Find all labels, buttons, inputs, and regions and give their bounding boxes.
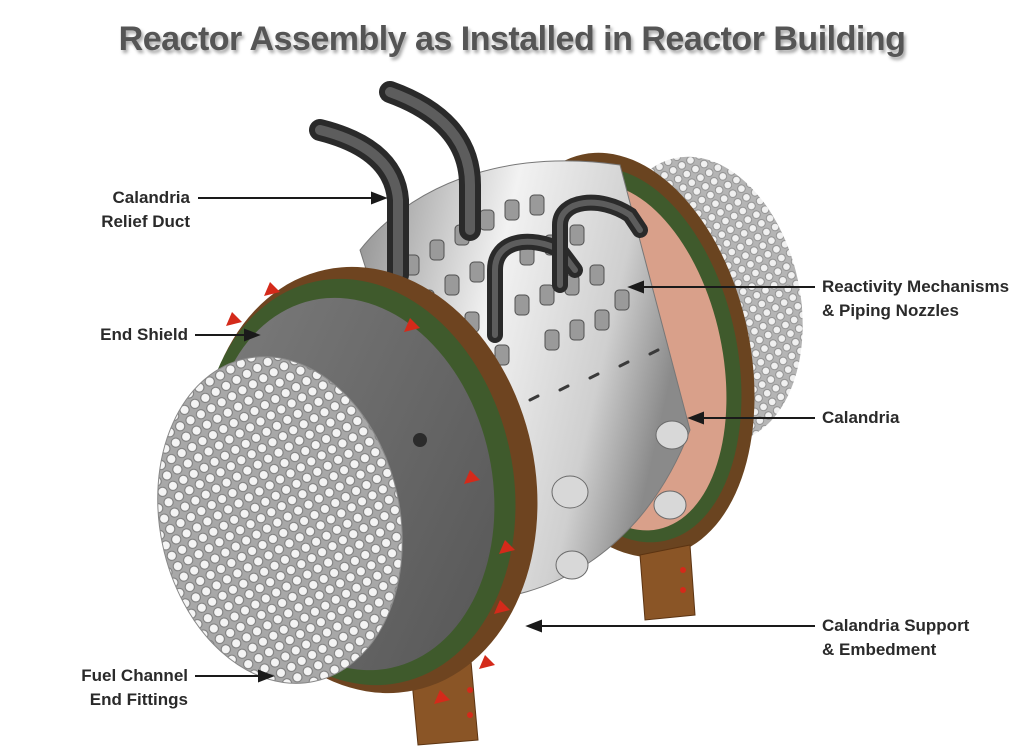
fuel-channel-end-fittings bbox=[157, 356, 403, 684]
label-fuel-channel-end-fittings: Fuel Channel End Fittings bbox=[81, 666, 188, 709]
label-calandria: Calandria bbox=[822, 408, 900, 427]
leader-lines bbox=[195, 191, 815, 683]
diagram-title: Reactor Assembly as Installed in Reactor… bbox=[118, 20, 906, 58]
label-calandria-support: Calandria Support & Embedment bbox=[822, 616, 970, 659]
label-end-shield: End Shield bbox=[100, 325, 188, 344]
calandria-relief-ducts bbox=[309, 81, 648, 343]
label-reactivity-mechanisms: Reactivity Mechanisms & Piping Nozzles bbox=[822, 277, 1010, 320]
label-calandria-relief-duct: Calandria Relief Duct bbox=[101, 188, 190, 231]
